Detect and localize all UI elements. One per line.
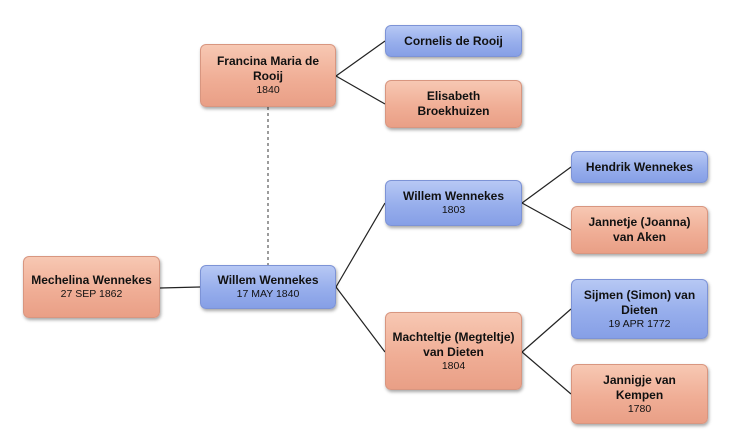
- person-cornelis-de-rooij[interactable]: Cornelis de Rooij: [385, 25, 522, 57]
- person-jannigje-van-kempen[interactable]: Jannigje van Kempen 1780: [571, 364, 708, 424]
- person-willem-wennekes-1840[interactable]: Willem Wennekes 17 MAY 1840: [200, 265, 336, 309]
- person-name: Machteltje (Megteltje) van Dieten: [392, 329, 515, 359]
- line-machteltje-sijmen: [521, 308, 572, 353]
- person-name: Sijmen (Simon) van Dieten: [583, 287, 696, 317]
- person-date: 1840: [256, 84, 280, 96]
- person-date: 1780: [627, 402, 652, 415]
- person-name: Mechelina Wennekes: [31, 273, 152, 287]
- person-mechelina-wennekes[interactable]: Mechelina Wennekes 27 SEP 1862: [23, 256, 160, 318]
- line-francina-elisabeth: [335, 75, 386, 105]
- person-francina-maria-de-rooij[interactable]: Francina Maria de Rooij 1840: [200, 44, 336, 107]
- person-date: 17 MAY 1840: [236, 288, 300, 300]
- person-name: Willem Wennekes: [217, 273, 319, 287]
- person-date: 1804: [441, 359, 466, 372]
- person-name: Francina Maria de Rooij: [216, 54, 320, 83]
- line-willem-machteltje: [335, 286, 386, 353]
- line-mechelina-willem: [159, 286, 201, 289]
- person-jannetje-van-aken[interactable]: Jannetje (Joanna) van Aken: [571, 206, 708, 254]
- person-sijmen-van-dieten[interactable]: Sijmen (Simon) van Dieten 19 APR 1772: [571, 279, 708, 339]
- person-machteltje-van-dieten[interactable]: Machteltje (Megteltje) van Dieten 1804: [385, 312, 522, 390]
- person-name: Hendrik Wennekes: [585, 159, 694, 174]
- person-hendrik-wennekes[interactable]: Hendrik Wennekes: [571, 151, 708, 183]
- line-francina-cornelis: [335, 40, 386, 77]
- person-elisabeth-broekhuizen[interactable]: Elisabeth Broekhuizen: [385, 80, 522, 128]
- person-date: 19 APR 1772: [608, 317, 671, 330]
- line-willem-willem1803: [335, 202, 386, 288]
- line-willem1803-hendrik: [521, 166, 572, 204]
- person-name: Cornelis de Rooij: [404, 33, 503, 48]
- person-willem-wennekes-1803[interactable]: Willem Wennekes 1803: [385, 180, 522, 226]
- person-date: 27 SEP 1862: [60, 288, 123, 300]
- person-name: Jannetje (Joanna) van Aken: [588, 215, 691, 244]
- person-date: 1803: [441, 204, 466, 216]
- person-name: Willem Wennekes: [402, 189, 505, 203]
- person-name: Elisabeth Broekhuizen: [417, 89, 490, 118]
- line-machteltje-jannigje: [521, 351, 572, 395]
- line-willem1803-jannetje: [521, 202, 572, 231]
- person-name: Jannigje van Kempen: [603, 372, 676, 402]
